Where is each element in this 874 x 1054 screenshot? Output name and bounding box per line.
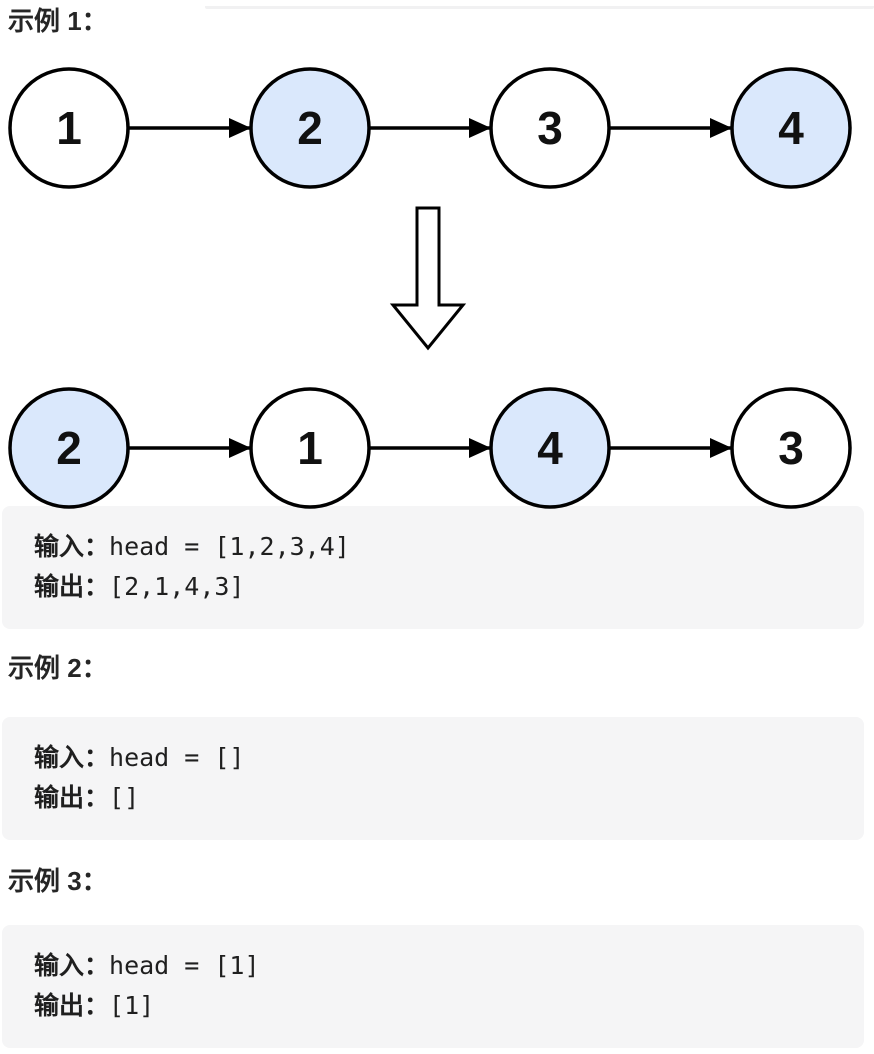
list-node [8, 67, 130, 189]
input-code: head = [] [109, 743, 245, 772]
input-code: head = [1,2,3,4] [109, 532, 350, 561]
example-1-output-line: 输出：[2,1,4,3] [34, 567, 848, 607]
list-node-value: 2 [56, 422, 82, 474]
output-code: [2,1,4,3] [109, 572, 245, 601]
list-node [8, 387, 130, 509]
list-node [249, 67, 371, 189]
example-1-heading: 示例 1： [8, 6, 108, 36]
linked-list-after: 2 1 4 3 [8, 387, 852, 509]
example-1-code-block: 输入：head = [1,2,3,4] 输出：[2,1,4,3] [2, 506, 864, 629]
list-node [730, 67, 852, 189]
output-label: 输出： [34, 992, 110, 1020]
example-2-heading: 示例 2： [8, 653, 108, 683]
list-node-value: 2 [297, 102, 323, 154]
output-code: [1] [109, 991, 155, 1020]
list-node-value: 3 [537, 102, 563, 154]
list-node [489, 387, 611, 509]
top-strip [205, 6, 874, 9]
linked-list-before: 1 2 3 4 [8, 67, 852, 189]
input-code: head = [1] [109, 951, 260, 980]
output-label: 输出： [34, 784, 110, 812]
example-3-output-line: 输出：[1] [34, 986, 848, 1026]
example-3-code-block: 输入：head = [1] 输出：[1] [2, 925, 864, 1048]
down-arrow-icon [389, 206, 467, 351]
list-node [249, 387, 371, 509]
example-3-heading: 示例 3： [8, 866, 108, 896]
input-label: 输入： [34, 952, 110, 980]
list-node-value: 3 [778, 422, 804, 474]
example-1-input-line: 输入：head = [1,2,3,4] [34, 527, 848, 567]
example-2-code-block: 输入：head = [] 输出：[] [2, 717, 864, 840]
list-node-value: 4 [537, 422, 563, 474]
list-node-value: 1 [297, 422, 323, 474]
linked-list-diagram: 1 2 3 4 2 1 4 3 [8, 67, 852, 509]
example-2-input-line: 输入：head = [] [34, 738, 848, 778]
output-label: 输出： [34, 573, 110, 601]
list-node [489, 67, 611, 189]
example-3-input-line: 输入：head = [1] [34, 946, 848, 986]
example-2-output-line: 输出：[] [34, 778, 848, 818]
output-code: [] [109, 783, 140, 812]
list-node-value: 4 [778, 102, 804, 154]
list-node [730, 387, 852, 509]
list-node-value: 1 [56, 102, 82, 154]
input-label: 输入： [34, 744, 110, 772]
input-label: 输入： [34, 533, 110, 561]
